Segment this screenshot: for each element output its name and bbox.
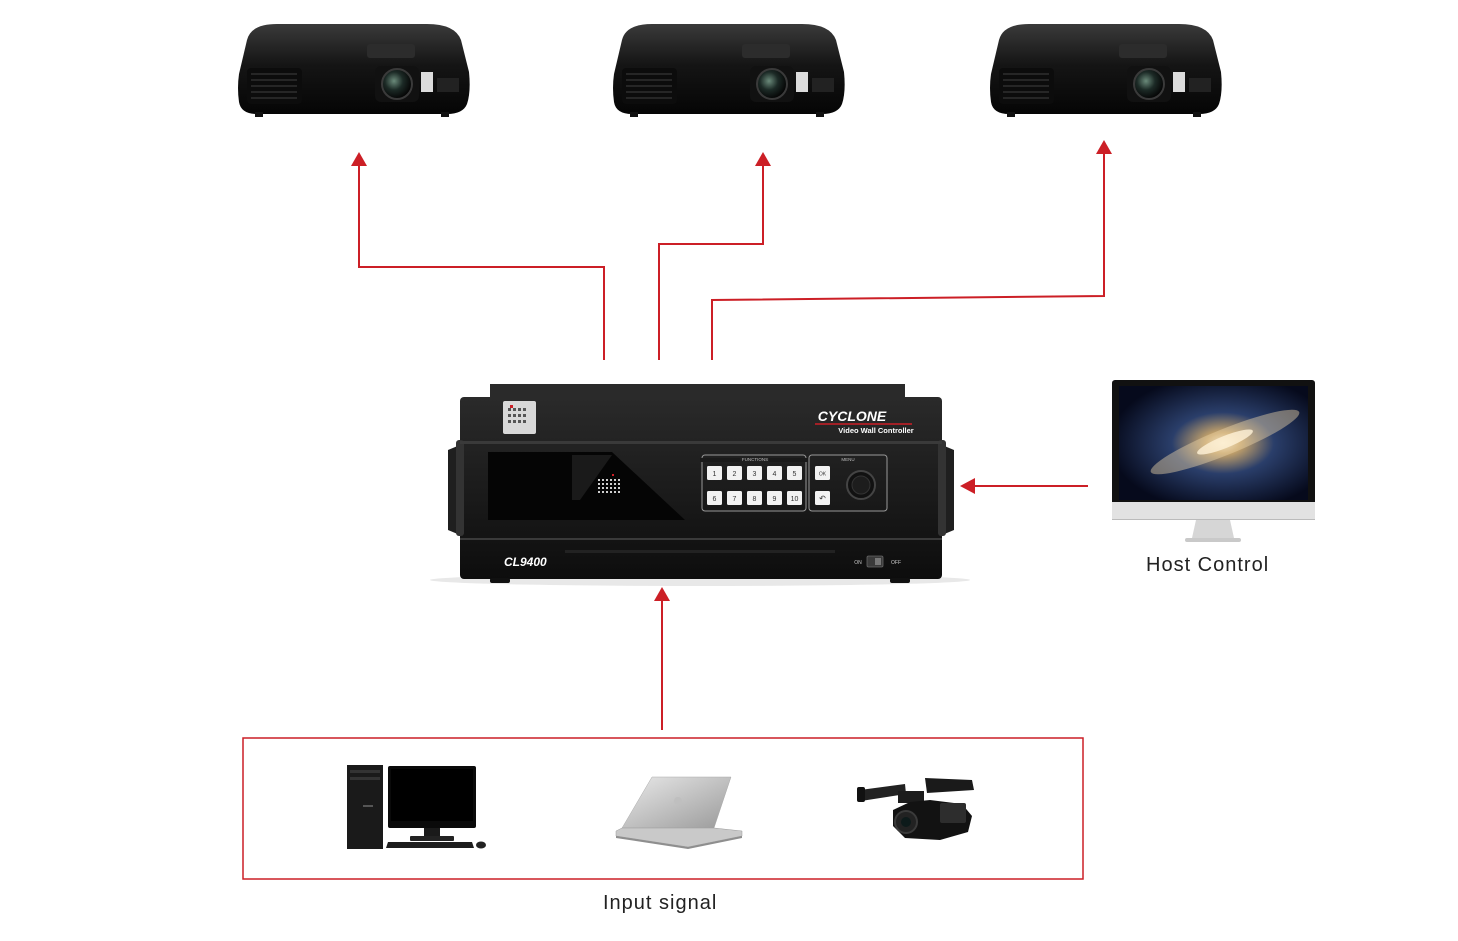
arrowhead-host — [960, 478, 975, 494]
arrowhead-input — [654, 587, 670, 601]
function-key-4[interactable] — [767, 466, 782, 480]
function-key-7-label: 7 — [733, 496, 737, 503]
functions-label: FUNCTIONS — [742, 457, 768, 462]
function-key-8[interactable] — [747, 491, 762, 505]
ok-key-label: OK — [819, 472, 827, 478]
function-key-10[interactable] — [787, 491, 802, 505]
camcorder-icon — [857, 778, 974, 840]
output-connector-1 — [358, 165, 605, 360]
arrowhead-2 — [755, 152, 771, 166]
function-key-10-label: 10 — [791, 496, 799, 503]
output-connector-2 — [658, 165, 764, 360]
function-key-9-label: 9 — [773, 496, 777, 503]
input-signal-box — [242, 737, 1084, 880]
device-subtitle: Video Wall Controller — [838, 426, 914, 435]
output-connector-3 — [711, 153, 1105, 360]
function-key-5-label: 5 — [793, 471, 797, 478]
function-key-2[interactable] — [727, 466, 742, 480]
function-key-3-label: 3 — [753, 471, 757, 478]
function-key-1-label: 1 — [713, 471, 717, 478]
projector-3 — [990, 24, 1222, 117]
function-key-panel — [701, 454, 807, 512]
function-key-9[interactable] — [767, 491, 782, 505]
back-key-label: ↶ — [819, 494, 826, 503]
host-monitor — [1112, 380, 1315, 542]
desktop-pc-icon — [347, 765, 486, 849]
device-brand: CYCLONE — [818, 408, 887, 424]
function-key-6[interactable] — [707, 491, 722, 505]
laptop-icon — [615, 776, 743, 849]
model-label: CL9400 — [504, 555, 547, 569]
function-key-4-label: 4 — [773, 471, 777, 478]
arrowhead-3 — [1096, 140, 1112, 154]
back-key[interactable] — [815, 491, 830, 505]
function-key-2-label: 2 — [733, 471, 737, 478]
function-key-6-label: 6 — [713, 496, 717, 503]
function-key-1[interactable] — [707, 466, 722, 480]
function-key-7[interactable] — [727, 491, 742, 505]
menu-panel — [808, 454, 888, 512]
switch-on-label: ON — [854, 560, 862, 566]
switch-off-label: OFF — [891, 560, 901, 566]
function-key-8-label: 8 — [753, 496, 757, 503]
logo-badge-icon — [503, 401, 536, 434]
projector-1 — [238, 24, 470, 117]
video-wall-controller: CYCLONE Video Wall Controller FUNCTIONS … — [430, 384, 970, 586]
arrowhead-1 — [351, 152, 367, 166]
input-signal-label: Input signal — [603, 892, 718, 914]
host-control-label: Host Control — [1146, 554, 1270, 576]
projector-2 — [613, 24, 845, 117]
function-key-3[interactable] — [747, 466, 762, 480]
ok-key[interactable] — [815, 466, 830, 480]
function-key-5[interactable] — [787, 466, 802, 480]
menu-label: MENU — [841, 457, 854, 462]
